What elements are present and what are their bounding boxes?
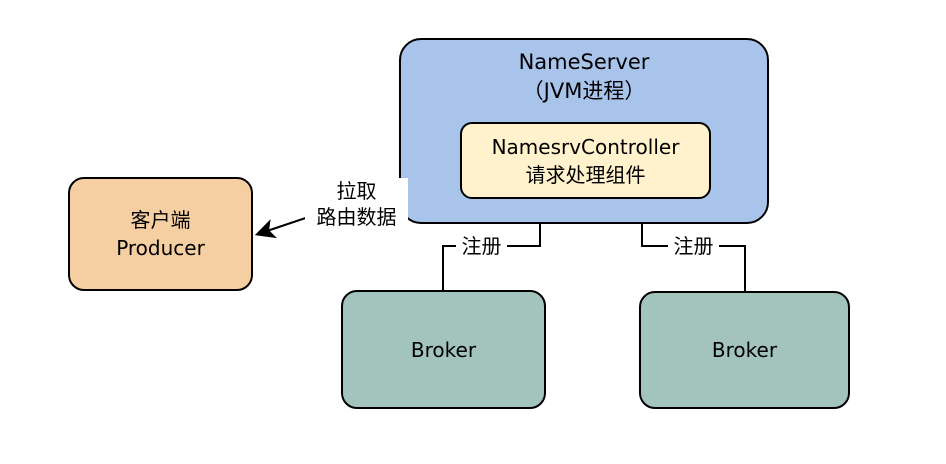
broker-node-1: Broker (341, 290, 546, 409)
register-label-2: 注册 (668, 233, 719, 260)
nameserver-subtitle: （JVM进程） (522, 79, 646, 103)
pull-route-label: 拉取 路由数据 (305, 178, 408, 232)
broker-label-2: Broker (711, 338, 778, 362)
controller-title: NamesrvController (491, 134, 680, 159)
register-label-1: 注册 (456, 233, 507, 260)
client-producer-node: 客户端 Producer (68, 177, 253, 291)
broker-label-1: Broker (410, 337, 477, 362)
client-line1: 客户端 (130, 208, 191, 232)
namesrv-controller-node: NamesrvController 请求处理组件 (460, 122, 711, 199)
client-line2: Producer (116, 236, 205, 260)
controller-subtitle: 请求处理组件 (525, 162, 646, 187)
pull-route-label-line1: 拉取 (336, 179, 377, 203)
pull-route-label-line2: 路由数据 (316, 205, 397, 229)
broker-node-2: Broker (639, 291, 850, 409)
nameserver-title: NameServer (518, 50, 650, 74)
